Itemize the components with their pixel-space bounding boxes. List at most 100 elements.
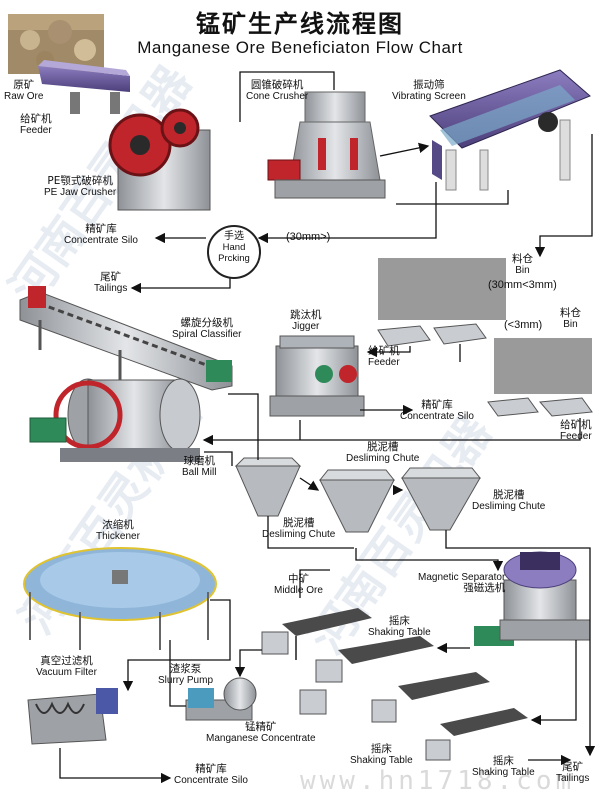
jaw-crusher-cn: PE颚式破碎机 (47, 175, 113, 187)
label-spiral-classifier: 螺旋分级机 Spiral Classifier (172, 317, 242, 341)
label-thickener: 浓缩机 Thickener (96, 519, 140, 543)
ball-mill-cn: 球磨机 (183, 455, 215, 467)
label-tailings-2: 尾矿 Tailings (556, 761, 590, 785)
jaw-crusher-en: PE Jaw Crusher (44, 187, 117, 198)
magnetic-separator-illustration (474, 551, 591, 646)
slurry-pump-illustration (185, 677, 257, 721)
desliming-chute-1-en: Desliming Chute (346, 453, 420, 464)
label-bin-2: 料仓 Bin (560, 307, 581, 331)
shaking-table-3-en: Shaking Table (472, 767, 535, 778)
label-feeder-2: 给矿机 Feeder (368, 345, 400, 369)
hand-picking-node: 手选 Hand Prcking (207, 225, 261, 279)
footer-watermark: www.hn1718.com (300, 766, 576, 796)
concentrate-silo-3-en: Concentrate Silo (174, 775, 248, 786)
spiral-classifier-en: Spiral Classifier (172, 329, 242, 340)
tailings-1-cn: 尾矿 (100, 271, 122, 283)
label-magnetic-separator: Magnetic Separator 强磁选机 (418, 572, 505, 594)
feeder-3-en: Feeder (560, 431, 592, 442)
shaking-table-2-cn: 摇床 (370, 743, 392, 755)
thickener-illustration (23, 547, 217, 650)
concentrate-silo-2-cn: 精矿库 (421, 399, 453, 411)
raw-ore-cn: 原矿 (13, 79, 35, 91)
feeder-1-illustration (38, 60, 130, 114)
slurry-pump-cn: 渣浆泵 (169, 663, 202, 675)
label-jigger: 跳汰机 Jigger (290, 309, 322, 333)
label-desliming-chute-3: 脱泥槽 Desliming Chute (262, 517, 336, 541)
flow-lines (59, 71, 596, 784)
magnetic-separator-cn: 强磁选机 (463, 582, 506, 594)
label-manganese-concentrate: 锰精矿 Manganese Concentrate (206, 721, 316, 745)
raw-ore-en: Raw Ore (4, 91, 44, 102)
concentrate-silo-1-cn: 精矿库 (85, 223, 117, 235)
label-concentrate-silo-1: 精矿库 Concentrate Silo (64, 223, 138, 247)
cone-crusher-en: Cone Crusher (246, 91, 309, 102)
vacuum-filter-cn: 真空过滤机 (40, 655, 93, 667)
jigger-illustration (269, 335, 365, 417)
spiral-classifier-illustration (19, 286, 233, 391)
desliming-chute-1-illustration (234, 457, 302, 517)
label-size-lt3: (<3mm) (504, 319, 543, 331)
feeder-2-trays (377, 323, 487, 347)
bin-2-cn: 料仓 (560, 307, 581, 319)
concentrate-silo-3-cn: 精矿库 (195, 763, 227, 775)
jigger-cn: 跳汰机 (290, 309, 322, 321)
concentrate-silo-2-en: Concentrate Silo (400, 411, 474, 422)
thickener-en: Thickener (96, 531, 140, 542)
manganese-concentrate-cn: 锰精矿 (245, 721, 277, 733)
shaking-table-3-illustration (371, 672, 528, 761)
label-middle-ore: 中矿 Middle Ore (274, 574, 323, 597)
label-concentrate-silo-3: 精矿库 Concentrate Silo (174, 763, 248, 787)
thickener-cn: 浓缩机 (102, 519, 134, 531)
tailings-2-cn: 尾矿 (562, 761, 584, 773)
label-size-30-3: (30mm<3mm) (488, 279, 557, 291)
concentrate-silo-1-en: Concentrate Silo (64, 235, 138, 246)
shaking-table-1-en: Shaking Table (368, 627, 431, 638)
middle-ore-en: Middle Ore (274, 585, 323, 596)
bin-2-illustration (494, 338, 592, 394)
vibrating-screen-en: Vibrating Screen (392, 91, 466, 102)
feeder-1-en: Feeder (20, 125, 52, 136)
label-shaking-table-1: 摇床 Shaking Table (368, 615, 431, 639)
vacuum-filter-illustration (27, 688, 118, 745)
feeder-3-trays (487, 397, 593, 417)
label-slurry-pump: 渣浆泵 Slurry Pump (158, 663, 214, 687)
feeder-2-cn: 给矿机 (368, 345, 400, 357)
slurry-pump-en: Slurry Pump (158, 675, 214, 686)
desliming-chute-2-en: Desliming Chute (472, 501, 546, 512)
desliming-chute-1-cn: 脱泥槽 (366, 441, 399, 453)
tailings-1-en: Tailings (94, 283, 128, 294)
label-vacuum-filter: 真空过滤机 Vacuum Filter (36, 655, 97, 679)
label-cone-crusher: 圆锥破碎机 Cone Crusher (246, 80, 309, 103)
feeder-1-cn: 给矿机 (20, 113, 52, 125)
shaking-table-1-cn: 摇床 (388, 615, 410, 627)
bin-1-en: Bin (515, 265, 530, 276)
page-subtitle: Manganese Ore Beneficiaton Flow Chart (137, 38, 463, 57)
hand-picking-label-en1: Hand (222, 242, 246, 253)
label-raw-ore: 原矿 Raw Ore (4, 79, 44, 103)
desliming-chute-2-cn: 脱泥槽 (492, 489, 525, 501)
label-vibrating-screen: 振动筛 Vibrating Screen (392, 80, 466, 103)
desliming-chute-3-en: Desliming Chute (262, 529, 336, 540)
page-title: 锰矿生产线流程图 (196, 10, 404, 38)
magnetic-separator-en: Magnetic Separator (418, 572, 506, 583)
ball-mill-illustration (29, 378, 201, 462)
hand-picking-label-en2: Prcking (218, 253, 250, 264)
label-shaking-table-3: 摇床 Shaking Table (472, 756, 535, 779)
spiral-classifier-cn: 螺旋分级机 (180, 317, 233, 329)
desliming-chute-3-cn: 脱泥槽 (282, 517, 315, 529)
label-desliming-chute-1: 脱泥槽 Desliming Chute (346, 441, 420, 465)
bin-1-illustration (378, 258, 506, 320)
label-desliming-chute-2: 脱泥槽 Desliming Chute (472, 489, 546, 513)
shaking-table-2-en: Shaking Table (350, 755, 413, 766)
label-concentrate-silo-2: 精矿库 Concentrate Silo (400, 399, 474, 423)
label-tailings-1: 尾矿 Tailings (94, 271, 128, 295)
label-jaw-crusher: PE颚式破碎机 PE Jaw Crusher (44, 175, 117, 199)
bin-1-cn: 料仓 (512, 253, 533, 265)
vibrating-screen-illustration (429, 69, 591, 191)
jaw-crusher-illustration (108, 108, 211, 211)
desliming-chute-3-illustration (400, 467, 482, 531)
tailings-2-en: Tailings (556, 773, 590, 784)
manganese-concentrate-en: Manganese Concentrate (206, 733, 316, 744)
label-ball-mill: 球磨机 Ball Mill (182, 455, 216, 479)
